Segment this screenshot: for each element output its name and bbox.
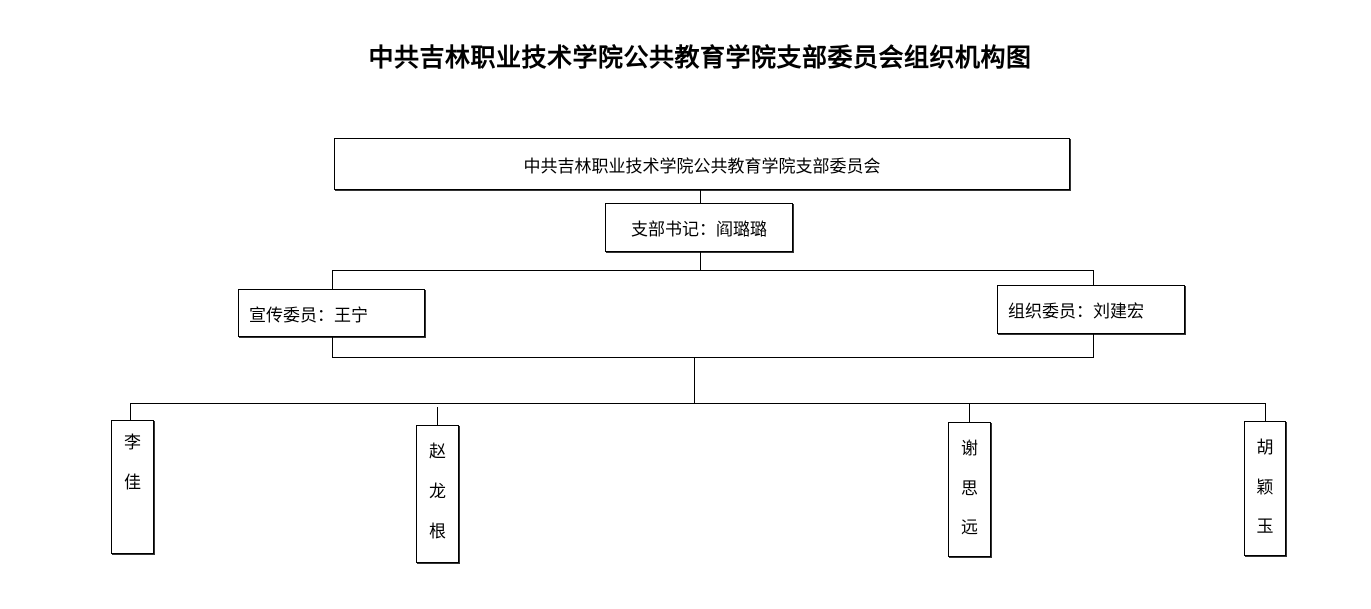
secretary-box: 支部书记：阎璐璐: [605, 203, 793, 252]
member-box: 李 佳: [111, 420, 154, 554]
member-char: 玉: [1256, 517, 1274, 538]
connector-line: [437, 407, 438, 425]
connector-line: [694, 357, 695, 404]
propaganda-member-box: 宣传委员：王宁: [238, 289, 425, 337]
member-char: 颖: [1256, 477, 1274, 498]
member-char: 根: [429, 522, 446, 542]
member-box: 谢 思 远: [948, 422, 991, 557]
connector-line: [1093, 270, 1094, 285]
member-char: 赵: [429, 442, 446, 462]
connector-line: [130, 403, 131, 420]
member-char: 胡: [1256, 438, 1274, 458]
connector-line: [332, 357, 1094, 358]
connector-line: [1265, 403, 1266, 421]
member-char: 龙: [429, 482, 446, 502]
member-box: 赵 龙 根: [416, 425, 459, 563]
organization-member-box: 组织委员：刘建宏: [997, 285, 1185, 334]
connector-line: [969, 403, 970, 422]
connector-line: [700, 252, 701, 270]
connector-line: [332, 270, 1094, 271]
connector-line: [332, 337, 333, 357]
member-char: 谢: [961, 439, 978, 459]
connector-line: [130, 403, 1266, 404]
connector-line: [332, 270, 333, 289]
member-char: 思: [961, 478, 978, 499]
member-char: 远: [961, 518, 978, 539]
committee-box: 中共吉林职业技术学院公共教育学院支部委员会: [334, 138, 1070, 190]
chart-title: 中共吉林职业技术学院公共教育学院支部委员会组织机构图: [368, 43, 1032, 72]
connector-line: [700, 190, 701, 203]
member-char: 李: [124, 433, 141, 453]
member-char: 佳: [124, 473, 141, 493]
member-box: 胡 颖 玉: [1244, 421, 1286, 556]
connector-line: [1093, 334, 1094, 357]
